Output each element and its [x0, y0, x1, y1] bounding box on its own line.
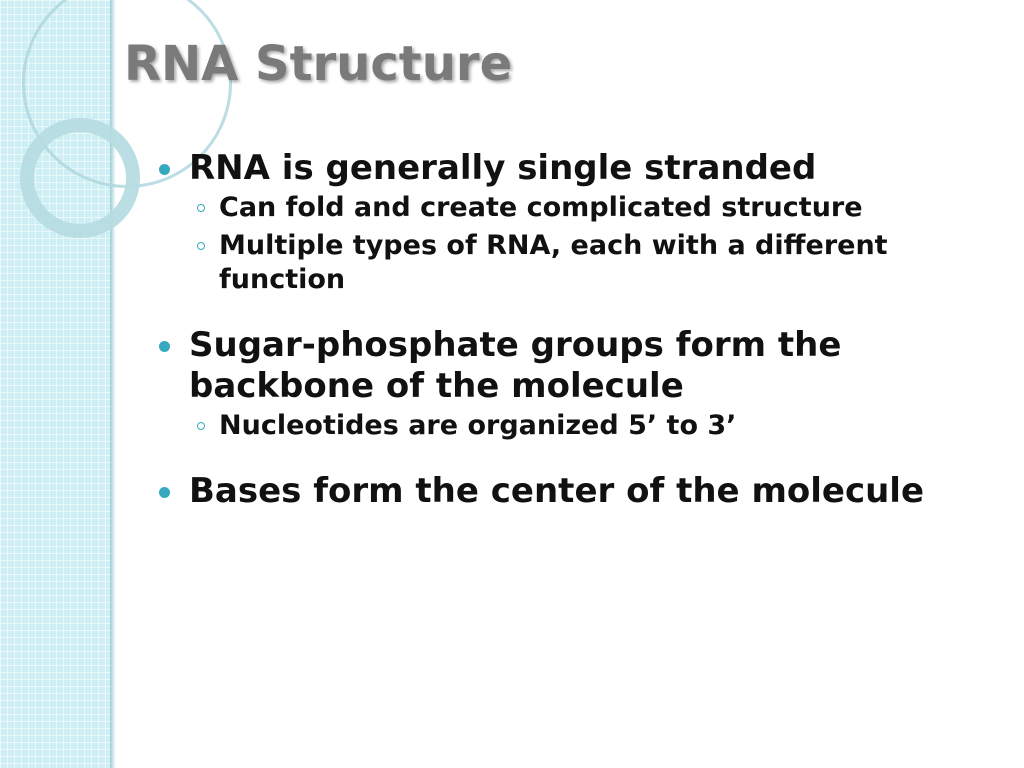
bullet-item-1: RNA is generally single stranded Can fol…	[159, 148, 1014, 297]
hollow-bullet-icon	[197, 422, 205, 430]
bullet-dot-icon	[159, 341, 170, 352]
sub-bullet-list: Nucleotides are organized 5’ to 3’	[159, 409, 1014, 443]
bullet-item-3: Bases form the center of the molecule	[159, 471, 1014, 512]
sub-bullet-list: Can fold and create complicated structur…	[159, 191, 1014, 297]
sub-bullet-text: Can fold and create complicated structur…	[219, 192, 863, 223]
bullet-dot-icon	[159, 164, 170, 175]
side-strip-edge	[110, 0, 116, 768]
sub-bullet-item: Multiple types of RNA, each with a diffe…	[197, 229, 1014, 297]
hollow-bullet-icon	[197, 242, 205, 250]
sub-bullet-item: Nucleotides are organized 5’ to 3’	[197, 409, 1014, 443]
hollow-bullet-icon	[197, 204, 205, 212]
sub-bullet-text: Multiple types of RNA, each with a diffe…	[219, 230, 888, 295]
bullet-item-2: Sugar-phosphate groups form the backbone…	[159, 325, 1014, 443]
bullet-text: RNA is generally single stranded	[189, 148, 817, 188]
decorative-ring-small	[20, 118, 140, 238]
bullet-text: Sugar-phosphate groups form the backbone…	[189, 325, 842, 406]
bullet-list: RNA is generally single stranded Can fol…	[159, 148, 1014, 512]
sub-bullet-item: Can fold and create complicated structur…	[197, 191, 1014, 225]
sub-bullet-text: Nucleotides are organized 5’ to 3’	[219, 410, 737, 441]
slide-title: RNA Structure	[124, 36, 513, 92]
bullet-text: Bases form the center of the molecule	[189, 471, 925, 511]
bullet-dot-icon	[159, 487, 170, 498]
